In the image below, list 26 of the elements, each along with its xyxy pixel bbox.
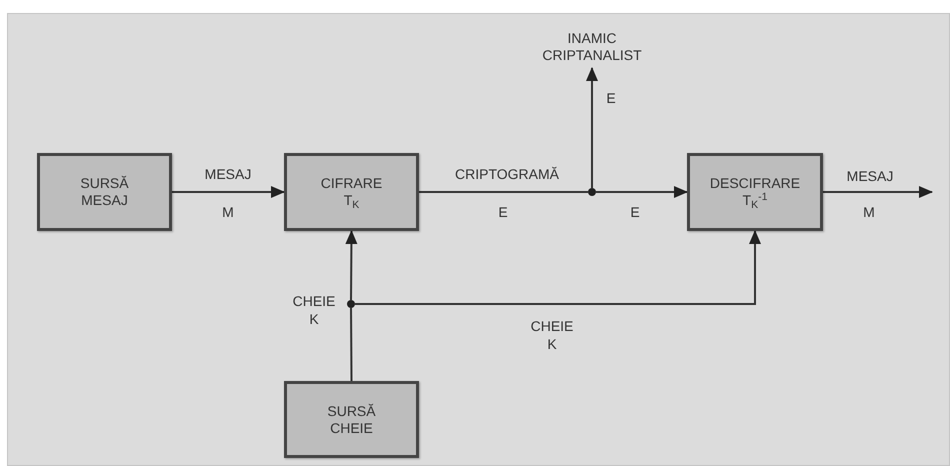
signal-label: M	[222, 203, 234, 221]
arrow	[172, 186, 285, 198]
box-title: CIFRARE	[320, 175, 384, 192]
signal-label: CHEIE K	[292, 292, 336, 328]
arrow	[355, 230, 761, 305]
signal-label: MESAJ	[204, 165, 252, 183]
signal-label: CHEIE K	[530, 317, 574, 353]
signal-label: MESAJ	[846, 167, 894, 185]
function-symbol: T$_{K}$	[342, 192, 360, 209]
box-title: INAMIC CRIPTANALIST	[541, 30, 643, 64]
process-box	[284, 381, 419, 458]
box-title: SURSĂ CHEIE	[326, 402, 377, 436]
arrow	[586, 67, 598, 188]
signal-label: CRIPTOGRAMĂ	[455, 165, 559, 183]
arrow	[823, 186, 933, 198]
box-title: DESCIFRARE	[708, 175, 802, 192]
signal-label: E	[498, 203, 508, 221]
signal-label: E	[630, 203, 640, 221]
process-box	[284, 153, 419, 231]
signal-label: E	[606, 89, 616, 107]
arrow	[345, 230, 358, 300]
arrow	[596, 186, 688, 198]
box-title: SURSĂ MESAJ	[79, 175, 130, 209]
signal-label: M	[863, 203, 875, 221]
process-box	[37, 153, 172, 231]
process-box	[687, 153, 823, 231]
